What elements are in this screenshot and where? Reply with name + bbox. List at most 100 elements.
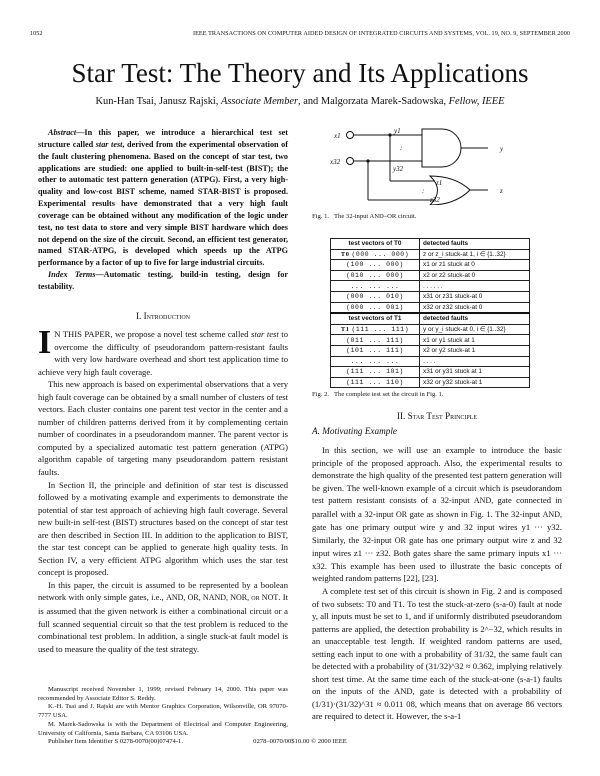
t0-label: T0 <box>340 250 350 258</box>
abstract-text-2: , derived from the experimental observat… <box>38 139 288 268</box>
label-y32: y32 <box>392 165 404 173</box>
figure-2-text: The complete test set the circuit in Fig… <box>334 391 444 398</box>
vector-cell: (000 ... 001) <box>330 301 420 314</box>
t1-header-row: test vectors of T1 detected faults <box>330 312 530 325</box>
t1-label: T1 <box>340 325 350 333</box>
or-gate <box>428 175 471 205</box>
principle-p1-d: gate has one primary output wire y and 3… <box>312 522 562 545</box>
input-x32-terminal <box>346 157 354 165</box>
footnote-publisher-id: Publisher Item Identifier S 0278-0070(00… <box>48 738 183 746</box>
section-introduction: I. Introduction <box>38 310 288 323</box>
label-dots-z: : <box>422 187 424 195</box>
authors-second: , and Malgorzata Marek-Sadowska, <box>298 96 449 107</box>
vector-cell: (000 ... 010) <box>330 290 420 303</box>
vector-cell: ... ... ... <box>330 355 420 368</box>
intro-paragraph-2: This new approach is based on experiment… <box>38 379 288 478</box>
intro-p1-a: N THIS PAPER, we propose a novel test sc… <box>54 329 251 339</box>
gate-or: OR <box>396 509 408 519</box>
intro-paragraph-3: In Section II, the principle and definit… <box>38 479 288 578</box>
fault-cell: y or y_i stuck-at 0, i ∈ {1..32} <box>419 323 530 336</box>
t0-header-row: test vectors of T0 detected faults <box>330 238 530 250</box>
table-row: (011 ... 111)x1 or y1 stuck at 1 <box>330 334 530 346</box>
fault-cell: z or z_i stuck-at 1, i ∈ {1..32} <box>419 248 530 261</box>
intro-p4-a: In this paper, the circuit is assumed to… <box>38 579 288 603</box>
drop-cap: I <box>38 324 52 361</box>
and-or-circuit-figure: x1 x32 y1 : y32 z1 : z32 y z <box>330 127 504 205</box>
table-row: ... ... .... . . . . . <box>330 280 530 292</box>
section-star-test-principle: II. Star Test Principle <box>312 410 562 423</box>
t1-header-faults: detected faults <box>419 312 530 325</box>
figure-1-caption: Fig. 1. The 32-input AND–OR circuit. <box>312 213 416 220</box>
abstract: Abstract—In this paper, we introduce a h… <box>38 127 288 269</box>
label-z32: z32 <box>429 196 440 204</box>
gate-and: AND, <box>473 496 494 506</box>
table-row: ... ... .... . . . <box>330 355 530 368</box>
journal-title: IEEE TRANSACTIONS ON COMPUTER AIDED DESI… <box>192 30 570 37</box>
fault-cell: x2 or z2 stuck-at 0 <box>419 269 530 282</box>
index-terms-text: Automatic testing, build-in testing, des… <box>38 270 288 291</box>
author-role-1: Associate Member <box>221 96 299 107</box>
page-number: 1052 <box>30 30 43 37</box>
index-terms: Index Terms—Automatic testing, build-in … <box>38 269 288 293</box>
authors-first: Kun-Han Tsai, Janusz Rajski, <box>95 96 221 107</box>
fault-cell: . . . . . . <box>419 280 530 292</box>
principle-p1-e: gate has one primary output wire z and 3… <box>312 534 562 584</box>
t1-header-vectors: test vectors of T1 <box>330 312 420 325</box>
principle-p1-a: In this section, we will use an example … <box>312 445 562 506</box>
footnote-manuscript: Manuscript received November 1, 1999; re… <box>38 686 288 702</box>
fault-cell: x1 or y1 stuck at 1 <box>419 334 530 346</box>
principle-p1-c: gate as shown in Fig. 1. The 32-input <box>407 508 543 519</box>
fault-cell: x31 or y31 stuck at 1 <box>419 366 530 378</box>
author-line: Kun-Han Tsai, Janusz Rajski, Associate M… <box>0 96 600 107</box>
fault-cell: x1 or z1 stuck at 0 <box>419 259 530 271</box>
copyright-line: 0278–0070/00$10.00 © 2000 IEEE <box>253 738 347 745</box>
input-x1-terminal <box>346 131 354 139</box>
intro-p1-term: star test <box>250 329 279 339</box>
principle-body: In this section, we will use an example … <box>312 444 562 723</box>
fault-cell: x31 or z31 stuck-at 0 <box>419 290 530 303</box>
section-heading-principle: II. Star Test Principle <box>396 411 478 421</box>
label-dots-y: : <box>400 144 402 152</box>
vector-cell: (111 ... 101) <box>330 366 420 378</box>
abstract-label: Abstract <box>48 128 77 137</box>
table-row: (101 ... 111)x2 or y2 stuck-at 1 <box>330 344 530 357</box>
figure-2-label: Fig. 2. <box>312 391 330 398</box>
principle-paragraph-2: A complete test set of this circuit is s… <box>312 586 562 722</box>
gate-and: AND, <box>542 509 562 519</box>
vector-cell: (011 ... 111) <box>330 334 420 346</box>
test-set-table: test vectors of T0 detected faults T0(00… <box>330 238 530 389</box>
footnote-affiliation-2: M. Marek-Sadowska is with the Department… <box>38 720 288 737</box>
figure-1-label: Fig. 1. <box>312 213 330 220</box>
intro-p1-b: to overcome the difficulty of pseudorand… <box>38 329 288 377</box>
table-row: T1(111 ... 111) y or y_i stuck-at 0, i ∈ … <box>330 323 530 336</box>
fault-cell: x32 or z32 stuck-at 0 <box>419 301 530 314</box>
vector-cell: (101 ... 111) <box>330 344 420 357</box>
label-x32: x32 <box>330 158 341 166</box>
label-z1: z1 <box>435 179 442 187</box>
and-gate <box>421 128 462 168</box>
t0-header-faults: detected faults <box>419 238 530 250</box>
vector-cell: (111 ... 111) <box>351 325 410 333</box>
gate-or: OR <box>394 535 406 545</box>
vector-cell: (000 ... 000) <box>351 250 410 258</box>
label-x1: x1 <box>333 132 341 140</box>
label-output-z: z <box>499 187 503 195</box>
vector-cell: (010 ... 000) <box>330 269 420 282</box>
figure-2-caption: Fig. 2. The complete test set the circui… <box>312 391 444 398</box>
fault-cell: x32 or y32 stuck-at 1 <box>419 376 530 389</box>
principle-paragraph-1: In this section, we will use an example … <box>312 444 562 585</box>
t0-header-vectors: test vectors of T0 <box>330 238 420 250</box>
table-row: (111 ... 110)x32 or y32 stuck-at 1 <box>330 376 530 389</box>
table-row: (100 ... 000)x1 or z1 stuck at 0 <box>330 259 530 271</box>
label-output-y: y <box>499 145 504 153</box>
fault-cell: . . . . <box>419 355 530 368</box>
fault-cell: x2 or y2 stuck-at 1 <box>419 344 530 357</box>
table-row: (000 ... 010)x31 or z31 stuck-at 0 <box>330 290 530 303</box>
abstract-dash: — <box>76 128 85 137</box>
section-heading-intro: I. Introduction <box>135 311 191 321</box>
intro-p4-gates: AND, OR, NAND, NOR, or NOT <box>166 593 279 603</box>
table-row: T0(000 ... 000) z or z_i stuck-at 1, i ∈ … <box>330 248 530 261</box>
index-terms-dash: — <box>95 270 104 279</box>
